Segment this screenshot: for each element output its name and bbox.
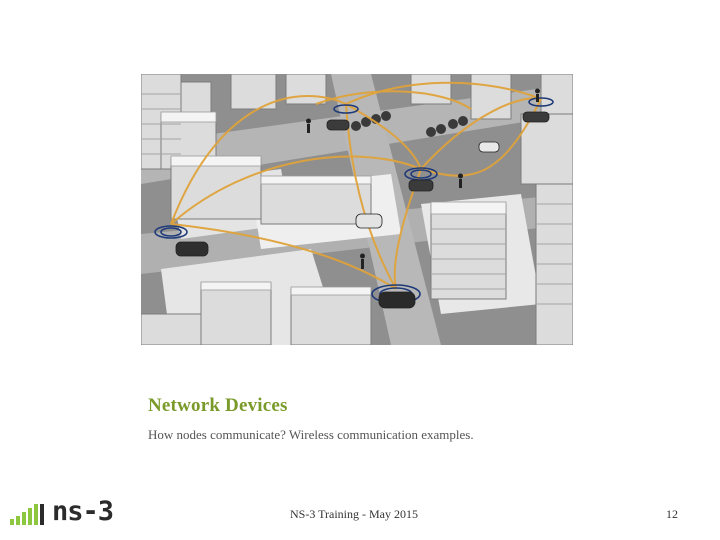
signal-bars-icon [8, 500, 52, 526]
logo-text: ns-3 [52, 496, 113, 528]
page-number: 12 [666, 507, 678, 522]
slide-subtitle: How nodes communicate? Wireless communic… [148, 427, 474, 443]
ns3-logo: ns-3 [8, 500, 136, 526]
slide-title: Network Devices [148, 395, 288, 417]
city-network-illustration [141, 74, 573, 345]
footer-text: NS-3 Training - May 2015 [290, 507, 418, 522]
